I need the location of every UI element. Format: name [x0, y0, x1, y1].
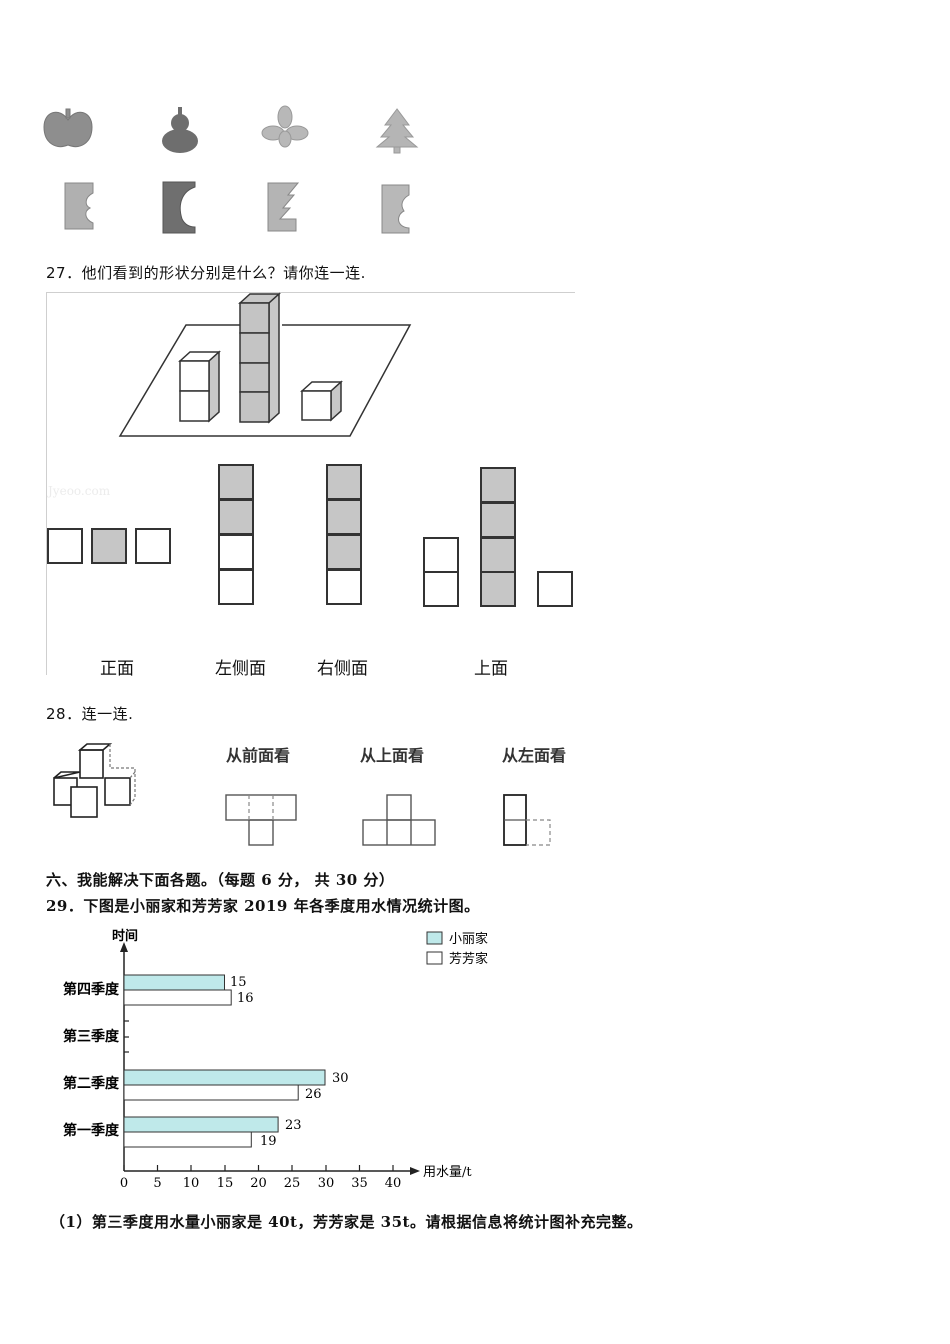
svg-text:第一季度: 第一季度 [63, 1122, 120, 1139]
svg-text:26: 26 [305, 1087, 322, 1102]
bar-xiaoli-q1 [123, 1116, 279, 1133]
left-view-square [218, 499, 254, 535]
top-view-square [423, 537, 459, 573]
svg-text:15: 15 [217, 1176, 234, 1191]
label-left-side: 左侧面 [215, 659, 266, 679]
q28-cube-figure [53, 743, 136, 818]
watermark: Jyeoo.com [48, 484, 111, 498]
x-axis-label: 用水量/t [423, 1165, 472, 1180]
q27-cube-scene [118, 292, 412, 437]
top-view-square [480, 537, 516, 573]
front-view-square [135, 528, 171, 564]
front-view-square [47, 528, 83, 564]
left-view-drawing [503, 794, 551, 846]
chart-legend: 小丽家 芳芳家 [426, 931, 488, 967]
svg-text:25: 25 [284, 1176, 301, 1191]
clover-icon [261, 105, 309, 148]
left-view-square [218, 569, 254, 605]
front-view-square [91, 528, 127, 564]
svg-text:30: 30 [318, 1176, 335, 1191]
top-view-square [423, 571, 459, 607]
cutout-gourd-icon [162, 181, 196, 234]
svg-text:第四季度: 第四季度 [63, 981, 120, 998]
front-view-drawing [225, 794, 297, 846]
question-29-part-1: （1）第三季度用水量小丽家是 40t，芳芳家是 35t。请根据信息将统计图补充完… [50, 1213, 643, 1231]
top-view-square [480, 467, 516, 503]
q27-figure-frame [46, 292, 575, 675]
top-view-drawing [362, 794, 436, 846]
top-view-square [480, 502, 516, 538]
question-29-title: 29．下图是小丽家和芳芳家 2019 年各季度用水情况统计图。 [46, 897, 480, 915]
shape-row-2 [64, 181, 410, 234]
top-view-square [480, 571, 516, 607]
svg-text:芳芳家: 芳芳家 [449, 951, 488, 967]
x-tick-labels: 0 5 10 15 20 25 30 35 40 [120, 1176, 401, 1191]
right-view-square [326, 534, 362, 570]
cutout-tree-icon [267, 182, 300, 232]
top-view-square [537, 571, 573, 607]
view-from-left-heading: 从左面看 [502, 746, 567, 765]
svg-text:第三季度: 第三季度 [63, 1028, 120, 1045]
label-front: 正面 [100, 659, 134, 679]
bar-xiaoli-q4 [123, 974, 225, 991]
svg-text:35: 35 [351, 1176, 368, 1191]
bar-xiaoli-q2 [123, 1069, 326, 1086]
svg-text:15: 15 [230, 975, 247, 990]
right-view-square [326, 499, 362, 535]
svg-text:5: 5 [153, 1176, 161, 1191]
tree-icon [375, 108, 419, 154]
svg-text:小丽家: 小丽家 [449, 931, 488, 947]
bar-fangfang-q4 [123, 989, 232, 1006]
cutout-apple-icon [381, 184, 410, 234]
section-6-heading: 六、我能解决下面各题。（每题 6 分， 共 30 分） [46, 871, 395, 889]
view-from-top-heading: 从上面看 [360, 746, 425, 765]
shape-row-1 [43, 105, 419, 154]
y-axis-label: 时间 [112, 928, 138, 944]
view-from-front-heading: 从前面看 [226, 746, 291, 765]
svg-text:第二季度: 第二季度 [63, 1075, 120, 1092]
svg-text:23: 23 [285, 1118, 302, 1133]
svg-text:0: 0 [120, 1176, 128, 1191]
water-usage-bar-chart: 时间 用水量/t 0 5 10 15 20 25 30 35 40 第四季度 第三季度 第二… [63, 928, 488, 1191]
svg-text:40: 40 [385, 1176, 402, 1191]
label-top: 上面 [474, 659, 508, 679]
svg-text:30: 30 [332, 1071, 349, 1086]
left-view-square [218, 534, 254, 570]
question-27-title: 27．他们看到的形状分别是什么？请你连一连. [46, 264, 366, 282]
bar-fangfang-q2 [123, 1084, 299, 1101]
apple-icon [43, 108, 93, 148]
svg-text:16: 16 [237, 991, 254, 1006]
label-right-side: 右侧面 [317, 659, 368, 679]
svg-text:10: 10 [183, 1176, 200, 1191]
svg-text:19: 19 [260, 1134, 277, 1149]
right-view-square [326, 464, 362, 500]
bar-fangfang-q1 [123, 1131, 252, 1148]
left-view-square [218, 464, 254, 500]
question-28-title: 28．连一连. [46, 705, 134, 723]
right-view-square [326, 569, 362, 605]
gourd-icon [162, 107, 198, 153]
svg-text:20: 20 [250, 1176, 267, 1191]
category-labels: 第四季度 第三季度 第二季度 第一季度 [63, 981, 120, 1139]
cutout-clover-icon [64, 182, 94, 230]
